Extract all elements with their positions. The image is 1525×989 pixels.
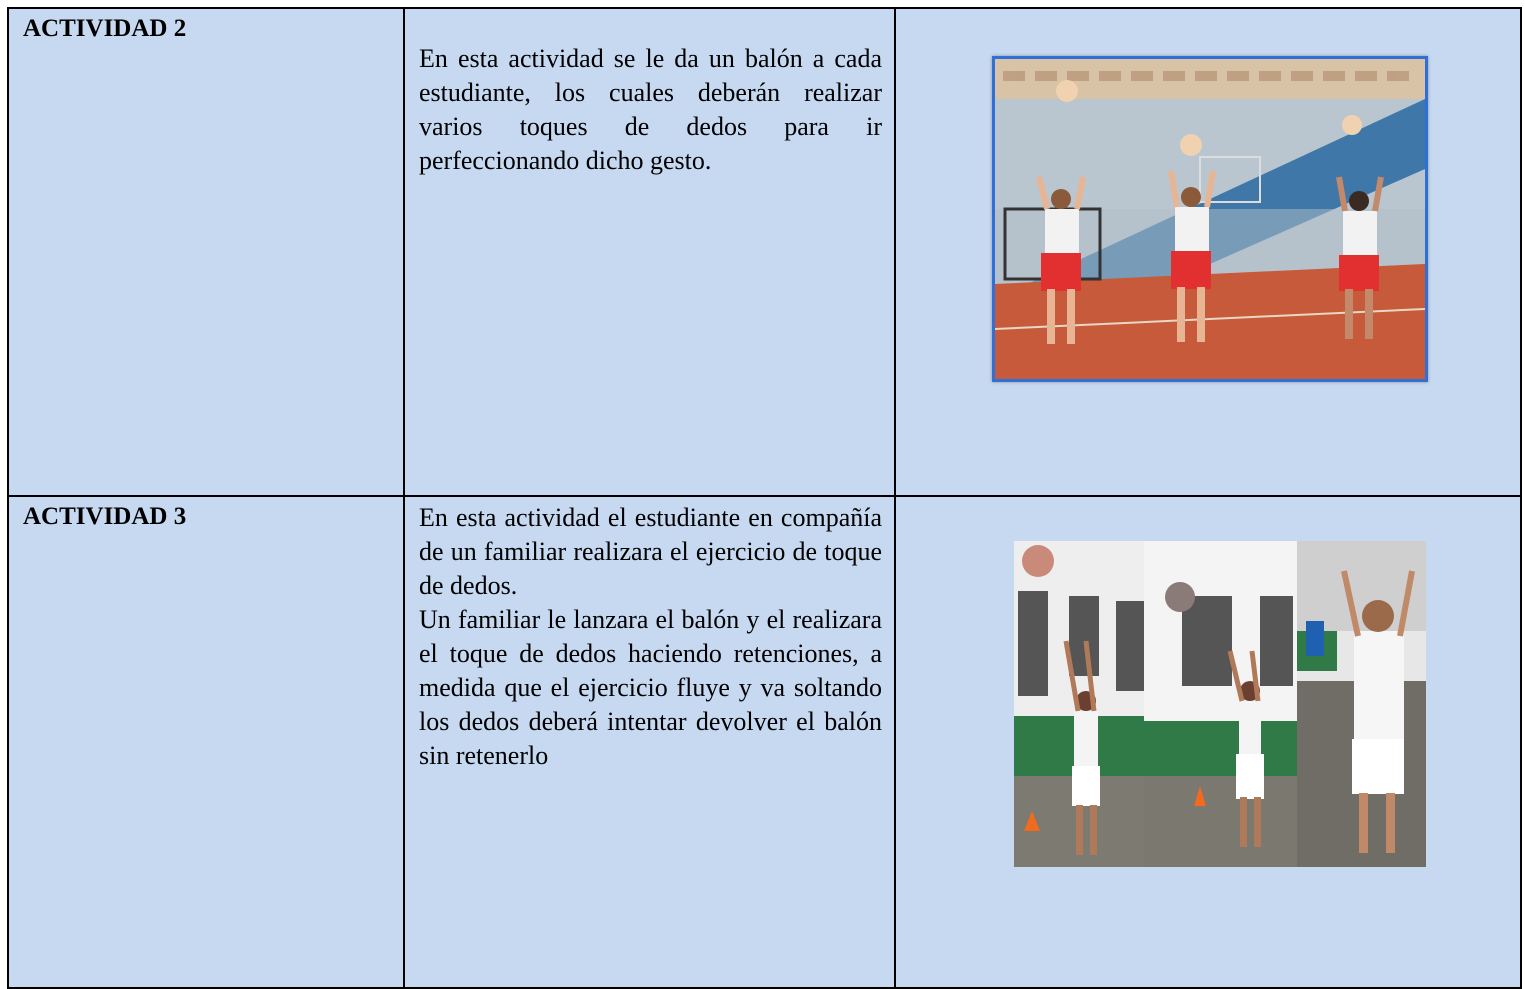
description-paragraph: Un familiar le lanzara el balón y el rea… <box>419 605 882 770</box>
activity-title-cell: ACTIVIDAD 3 <box>7 495 405 989</box>
activity-row: ACTIVIDAD 3 En esta actividad el estudia… <box>7 495 1522 989</box>
activity-title: ACTIVIDAD 3 <box>23 503 187 530</box>
activity-photo <box>1014 541 1426 867</box>
activity-row: ACTIVIDAD 2 En esta actividad se le da u… <box>7 7 1522 497</box>
activity-description-cell: En esta actividad se le da un balón a ca… <box>403 7 896 497</box>
description-paragraph: En esta actividad el estudiante en compa… <box>419 503 882 600</box>
activity-description: En esta actividad se le da un balón a ca… <box>405 9 894 178</box>
activity-title: ACTIVIDAD 2 <box>23 15 187 42</box>
activity-title-cell: ACTIVIDAD 2 <box>7 7 405 497</box>
activities-table: ACTIVIDAD 2 En esta actividad se le da u… <box>7 7 1522 989</box>
description-paragraph: En esta actividad se le da un balón a ca… <box>419 44 882 175</box>
activity-description-cell: En esta actividad el estudiante en compa… <box>403 495 896 989</box>
activity-photo <box>992 56 1428 382</box>
activity-image-cell <box>894 495 1522 989</box>
activity-image-cell <box>894 7 1522 497</box>
activity-description: En esta actividad el estudiante en compa… <box>405 497 894 773</box>
